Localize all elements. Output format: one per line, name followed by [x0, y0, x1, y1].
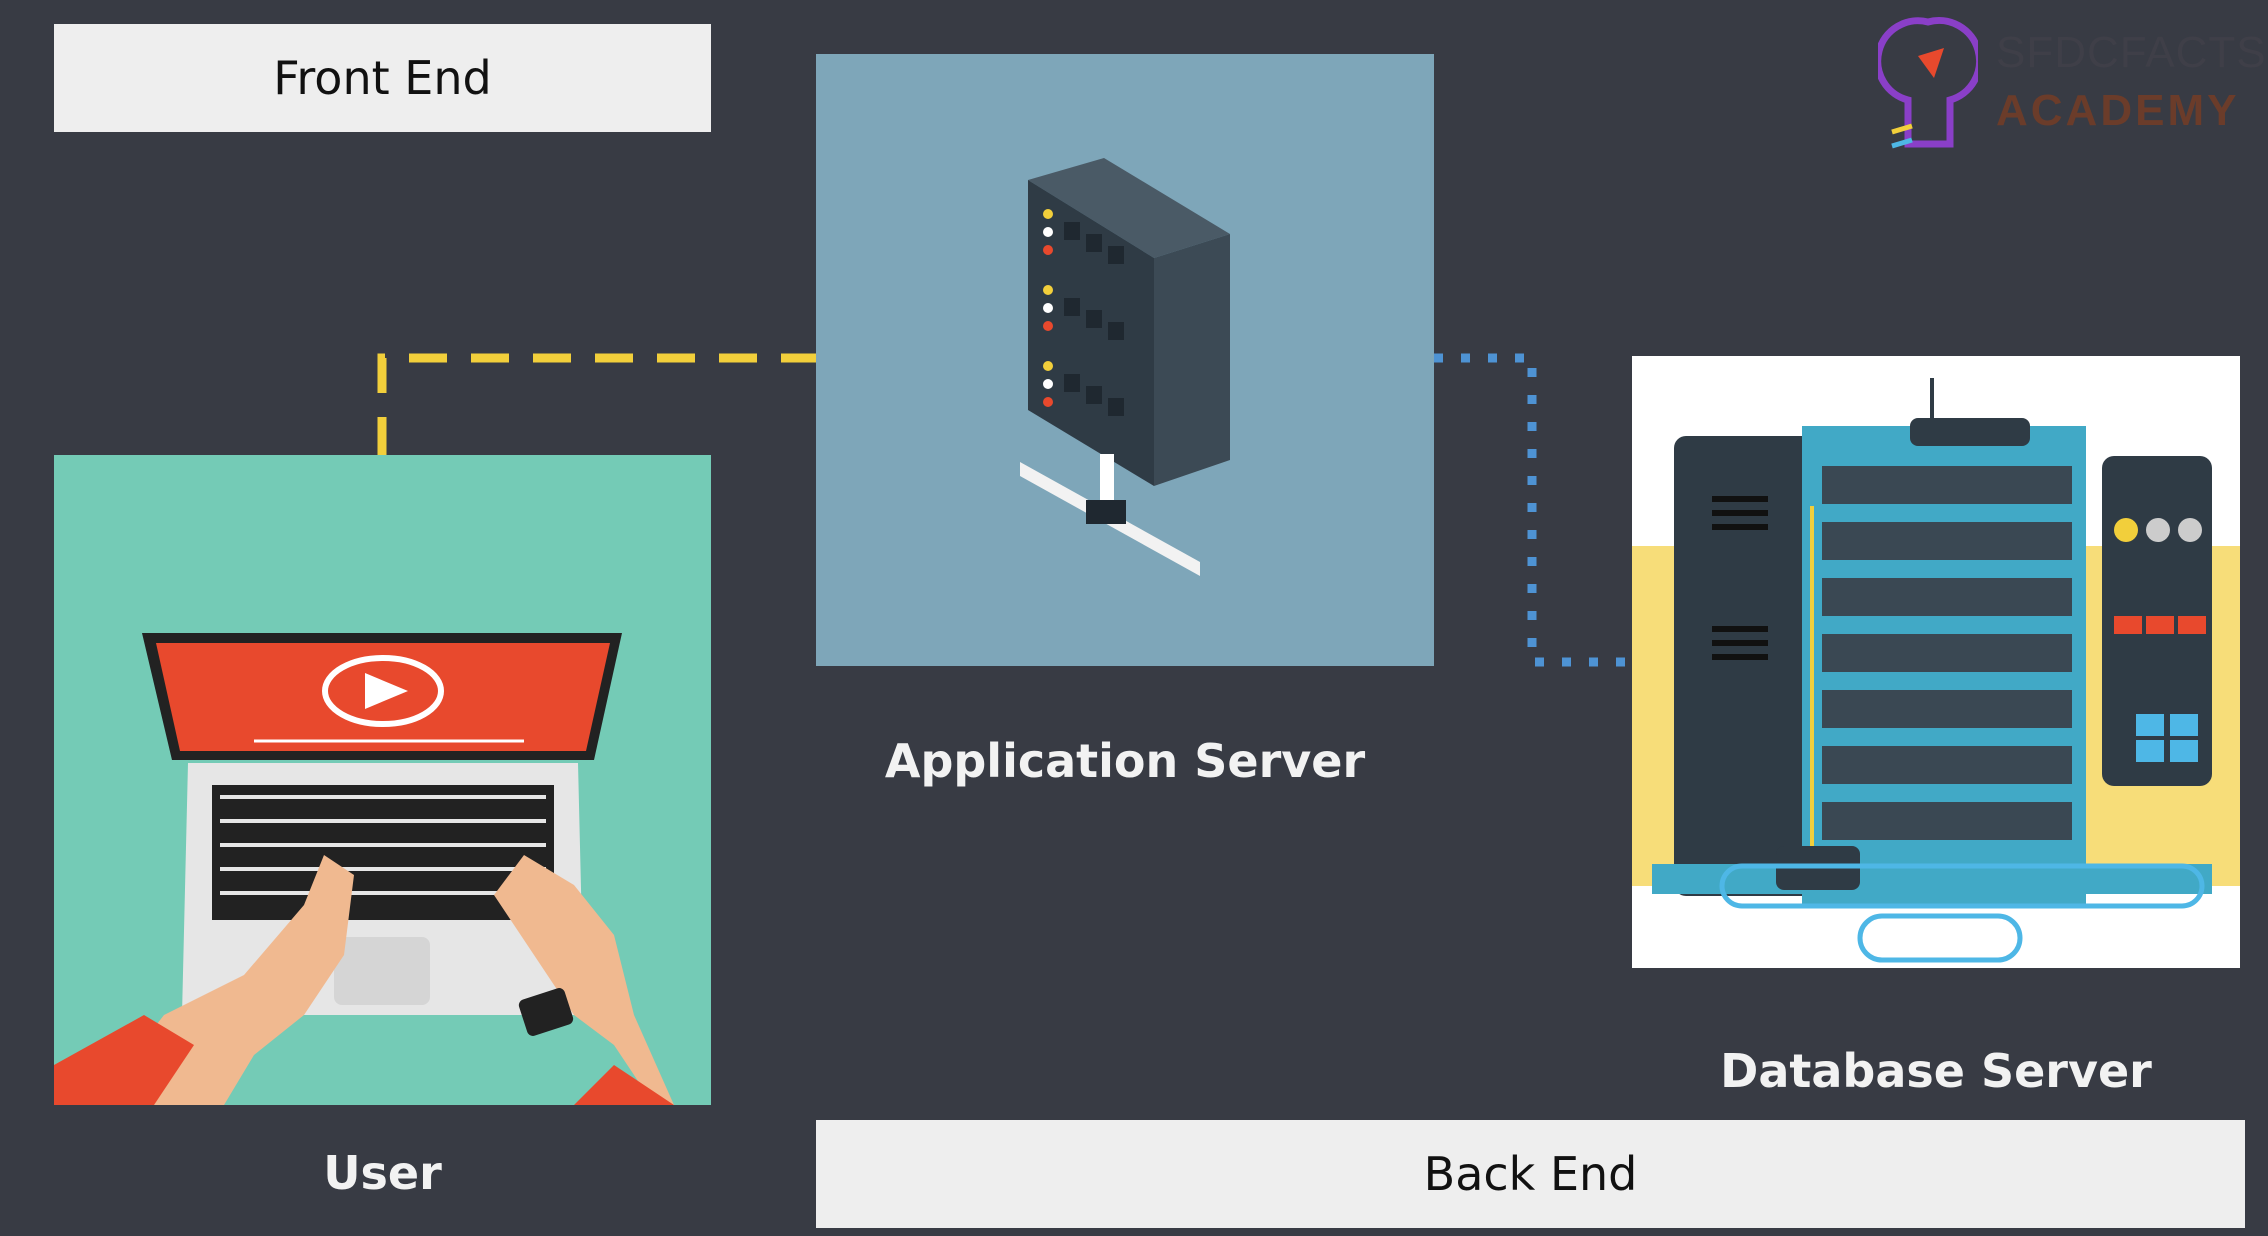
front-end-label: Front End: [54, 24, 711, 132]
front-connector: [377, 353, 816, 455]
database-rack-icon: [1632, 378, 2240, 963]
app-server-caption: Application Server: [884, 734, 1366, 788]
server-rack-icon: [1020, 158, 1230, 576]
logo-icon: [1878, 16, 1978, 149]
front-end-text: Front End: [273, 51, 492, 105]
laptop-icon: [54, 633, 674, 1105]
back-end-text: Back End: [1423, 1147, 1638, 1201]
logo-line2: ACADEMY: [1996, 86, 2240, 135]
db-server-panel: [1632, 356, 2240, 968]
logo: SFDCFACTS ACADEMY: [1878, 16, 2266, 166]
logo-line1: SFDCFACTS: [1996, 28, 2267, 77]
back-end-label: Back End: [816, 1120, 2245, 1228]
db-server-caption: Database Server: [1720, 1044, 2152, 1098]
user-panel: [54, 455, 711, 1105]
app-server-panel: [816, 54, 1434, 666]
play-icon: [322, 655, 444, 727]
user-caption: User: [323, 1146, 442, 1200]
back-connector: [1434, 353, 1632, 667]
